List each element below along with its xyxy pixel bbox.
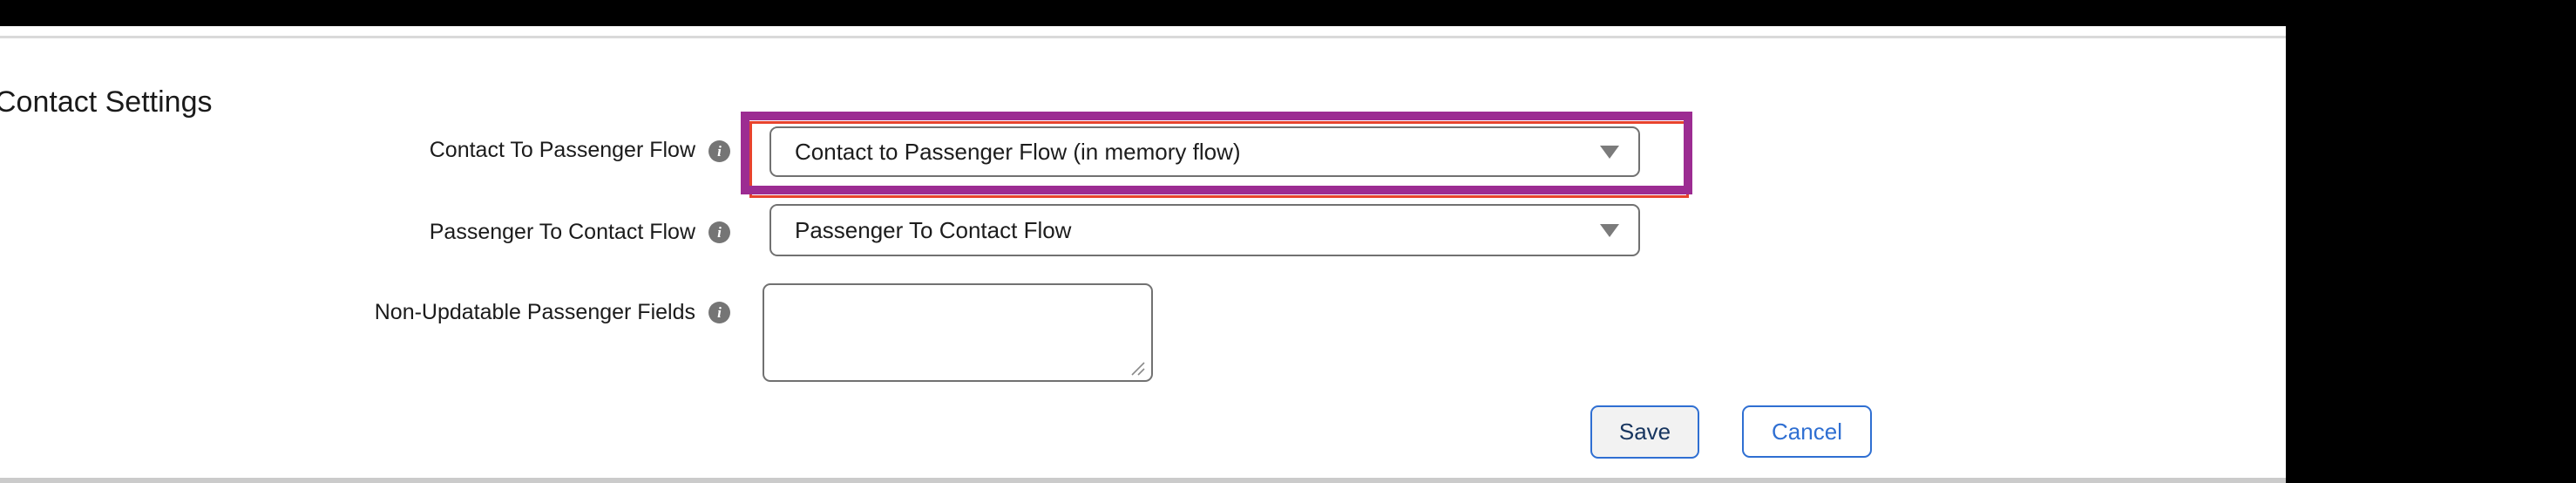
contact-to-passenger-flow-value: Contact to Passenger Flow (in memory flo… — [795, 138, 1241, 165]
info-icon[interactable] — [708, 140, 730, 162]
top-black-bar — [0, 0, 2576, 26]
passenger-to-contact-flow-select[interactable]: Passenger To Contact Flow — [769, 204, 1640, 256]
contact-to-passenger-flow-select[interactable]: Contact to Passenger Flow (in memory flo… — [769, 126, 1640, 177]
non-updatable-passenger-fields-label: Non-Updatable Passenger Fields — [374, 300, 695, 324]
bottom-scrollbar-track — [0, 478, 2286, 483]
info-icon[interactable] — [708, 221, 730, 243]
contact-settings-panel: Contact Settings Contact To Passenger Fl… — [0, 26, 2286, 483]
chevron-down-icon — [1600, 146, 1619, 159]
non-updatable-passenger-fields-textarea[interactable] — [763, 283, 1153, 382]
info-icon[interactable] — [708, 302, 730, 323]
chevron-down-icon — [1600, 224, 1619, 237]
contact-to-passenger-flow-label: Contact To Passenger Flow — [429, 138, 695, 162]
passenger-to-contact-flow-label: Passenger To Contact Flow — [429, 220, 695, 244]
header-divider — [0, 36, 2286, 38]
cancel-button[interactable]: Cancel — [1742, 405, 1872, 458]
right-black-region — [2286, 0, 2576, 483]
save-button[interactable]: Save — [1590, 405, 1699, 459]
page-title: Contact Settings — [0, 85, 213, 119]
resize-handle-icon[interactable] — [1129, 359, 1146, 377]
passenger-to-contact-flow-value: Passenger To Contact Flow — [795, 216, 1072, 243]
